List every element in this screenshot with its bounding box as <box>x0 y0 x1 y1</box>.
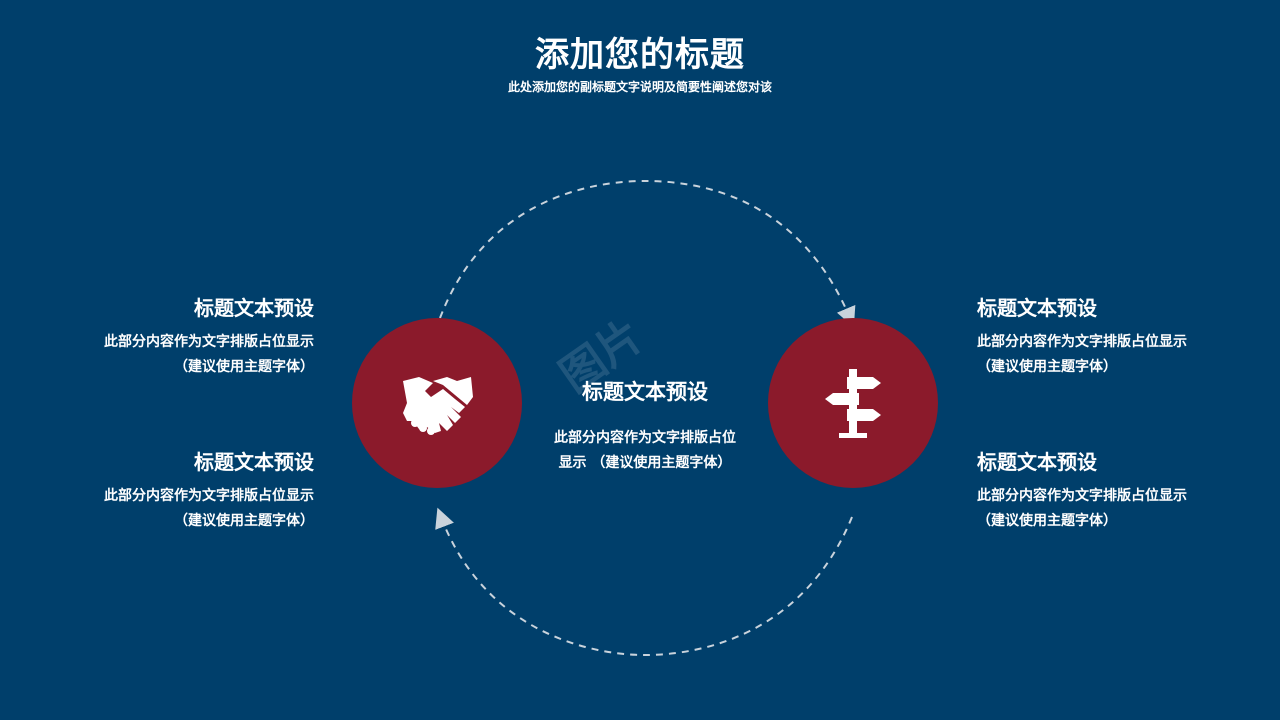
right-block-1: 标题文本预设 此部分内容作为文字排版占位显示 （建议使用主题字体） <box>977 294 1257 380</box>
right-block-2-line1: 此部分内容作为文字排版占位显示 <box>977 488 1187 504</box>
center-block-line1: 此部分内容作为文字排版占位 <box>554 430 736 446</box>
center-block: 标题文本预设 此部分内容作为文字排版占位 显示 （建议使用主题字体） <box>520 378 770 476</box>
signpost-icon <box>825 369 881 438</box>
left-block-2-line1: 此部分内容作为文字排版占位显示 <box>104 488 314 504</box>
left-block-1: 标题文本预设 此部分内容作为文字排版占位显示 （建议使用主题字体） <box>40 294 314 380</box>
bottom-dashed-arrow <box>435 507 853 657</box>
right-block-2: 标题文本预设 此部分内容作为文字排版占位显示 （建议使用主题字体） <box>977 448 1257 534</box>
right-block-1-title: 标题文本预设 <box>977 296 1097 320</box>
left-block-2-line2: （建议使用主题字体） <box>174 513 314 529</box>
left-block-2-title: 标题文本预设 <box>194 450 314 474</box>
handshake-icon <box>403 377 473 435</box>
page-title: 添加您的标题 <box>535 35 745 75</box>
left-block-1-line1: 此部分内容作为文字排版占位显示 <box>104 334 314 350</box>
right-block-1-line1: 此部分内容作为文字排版占位显示 <box>977 334 1187 350</box>
right-block-1-line2: （建议使用主题字体） <box>977 359 1117 375</box>
left-block-1-line2: （建议使用主题字体） <box>174 359 314 375</box>
right-block-2-line2: （建议使用主题字体） <box>977 513 1117 529</box>
left-block-1-title: 标题文本预设 <box>194 296 314 320</box>
top-dashed-arrow <box>439 179 856 328</box>
right-block-2-title: 标题文本预设 <box>977 450 1097 474</box>
page-subtitle: 此处添加您的副标题文字说明及简要性阐述您对该 <box>507 80 772 94</box>
left-block-2: 标题文本预设 此部分内容作为文字排版占位显示 （建议使用主题字体） <box>40 448 314 534</box>
center-block-line2: 显示 （建议使用主题字体） <box>558 455 732 471</box>
center-block-title: 标题文本预设 <box>582 379 708 404</box>
